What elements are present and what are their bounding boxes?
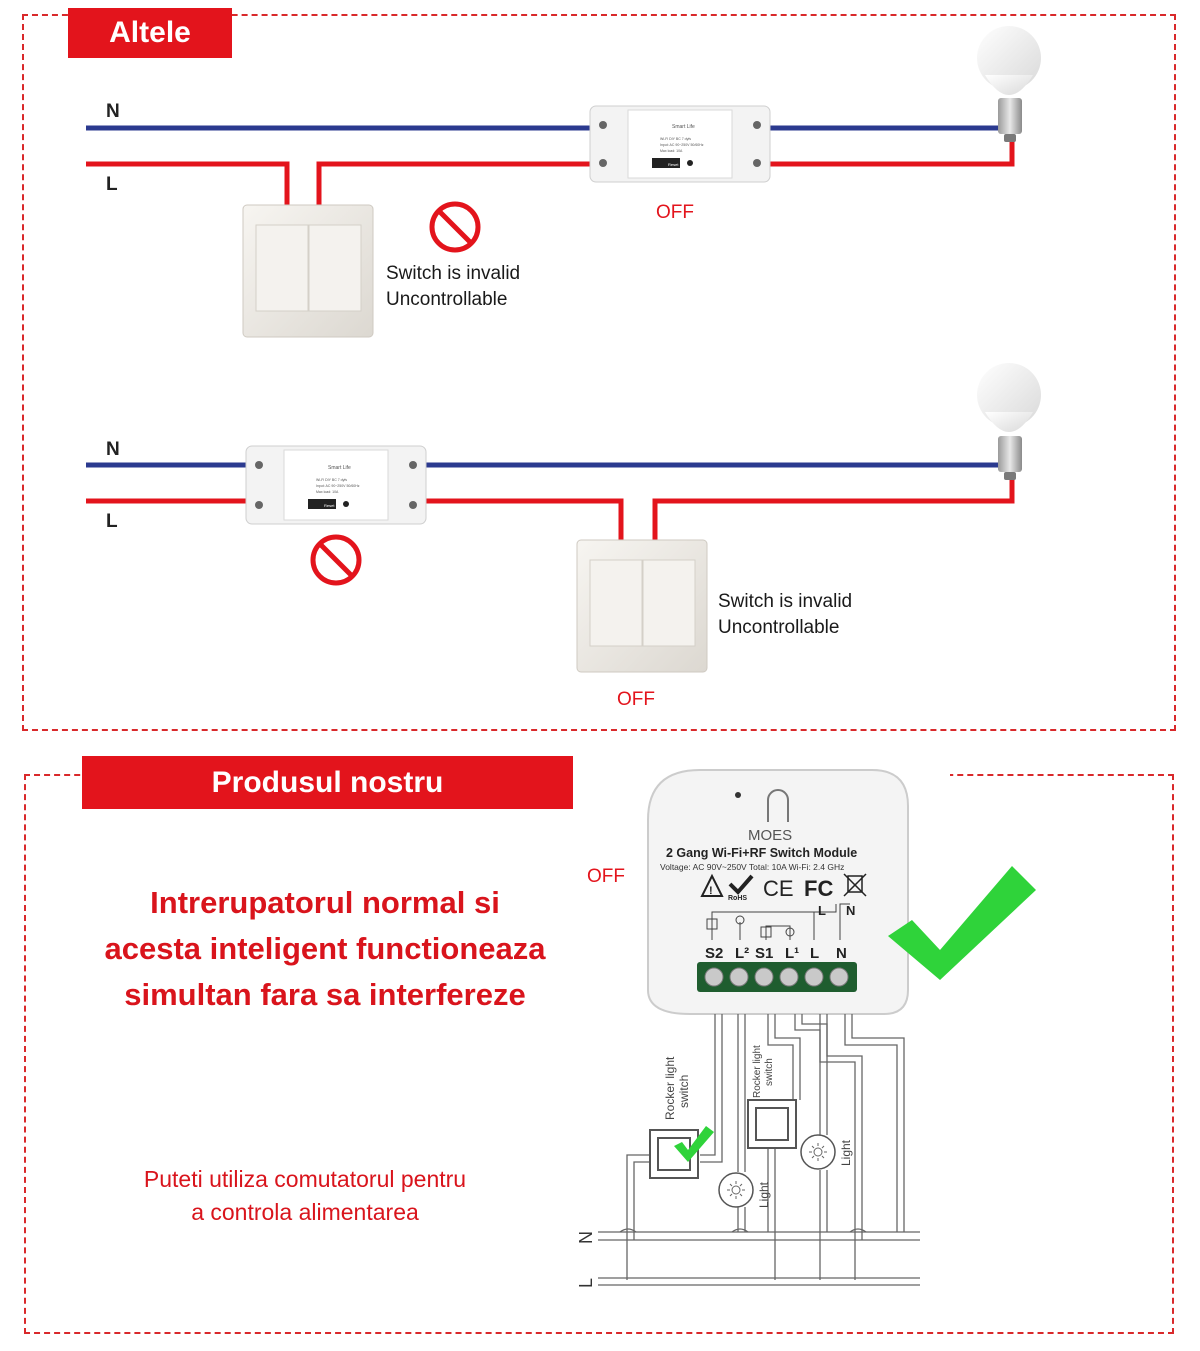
diagram-2: N L Smart Life Wi-Fi DIY BC 7 dyfs Input… bbox=[86, 363, 1041, 710]
main-text-line2: acesta inteligent functioneaza bbox=[104, 931, 546, 966]
off-label-bottom: OFF bbox=[587, 866, 625, 887]
live-wire-switch-out bbox=[652, 478, 1015, 540]
svg-text:Rocker light: Rocker light bbox=[752, 1045, 763, 1098]
ce-icon: CE bbox=[763, 876, 794, 901]
moes-module: MOES 2 Gang Wi-Fi+RF Switch Module Volta… bbox=[647, 769, 909, 1015]
note-line2: Uncontrollable bbox=[718, 617, 839, 638]
svg-text:Wi-Fi DIY BC 7 dyfs: Wi-Fi DIY BC 7 dyfs bbox=[660, 137, 691, 141]
bus-n-label: N bbox=[576, 1231, 596, 1244]
live-label: L bbox=[106, 174, 118, 195]
top-section-frame bbox=[22, 14, 1176, 731]
top-diagrams: N L Smart Life Wi-Fi DIY BC 7 dyfs Input… bbox=[86, 26, 1041, 710]
rohs-icon: RoHS bbox=[728, 874, 754, 902]
wall-switch bbox=[576, 539, 708, 673]
svg-text:S1: S1 bbox=[755, 945, 773, 962]
main-text-line1: Intrerupatorul normal si bbox=[150, 885, 500, 920]
module-schematic bbox=[706, 903, 850, 940]
rocker-switch-left bbox=[649, 1129, 699, 1179]
note-line1: Switch is invalid bbox=[386, 263, 520, 284]
tag-produsul-nostru: Produsul nostru bbox=[82, 756, 573, 809]
light-icon-2 bbox=[800, 1134, 836, 1170]
svg-text:Smart Life: Smart Life bbox=[328, 465, 351, 471]
tag-produsul-nostru-label: Produsul nostru bbox=[211, 765, 444, 799]
svg-text:!: ! bbox=[709, 885, 713, 897]
rocker-switch-right bbox=[747, 1099, 797, 1149]
light-1-label: Light bbox=[757, 1181, 771, 1208]
wall-switch bbox=[242, 204, 374, 338]
note-line1: Switch is invalid bbox=[718, 591, 852, 612]
moes-module-diagram: MOES 2 Gang Wi-Fi+RF Switch Module Volta… bbox=[576, 769, 1036, 1288]
light-bulb-icon bbox=[977, 363, 1041, 480]
main-text-line3: simultan fara sa interfereze bbox=[124, 977, 526, 1012]
warning-icon: ! bbox=[700, 873, 724, 897]
svg-text:Reset: Reset bbox=[324, 503, 335, 508]
main-text: Intrerupatorul normal si acesta intelige… bbox=[40, 880, 610, 1018]
rocker-switch-left-label: Rocker light switch bbox=[663, 1056, 691, 1120]
svg-text:Input: AC 90~250V 50/60Hz: Input: AC 90~250V 50/60Hz bbox=[660, 143, 704, 147]
prohibited-icon bbox=[310, 534, 362, 586]
sub-text-line1: Puteti utiliza comutatorul pentru bbox=[143, 1166, 467, 1192]
terminal-screws bbox=[704, 967, 849, 987]
svg-text:switch: switch bbox=[677, 1075, 691, 1108]
tag-altele-label: Altele bbox=[109, 16, 191, 49]
svg-text:Input: AC 90~250V 50/60Hz: Input: AC 90~250V 50/60Hz bbox=[316, 484, 360, 488]
svg-text:L²: L² bbox=[735, 945, 749, 962]
svg-text:Voltage: AC 90V~250V Total:: Voltage: AC 90V~250V Total: 10A Wi-Fi: 2… bbox=[660, 862, 844, 872]
smart-module: Smart Life Wi-Fi DIY BC 7 dyfs Input: AC… bbox=[245, 445, 427, 525]
sub-text-line2: a controla alimentarea bbox=[191, 1199, 419, 1225]
svg-text:L: L bbox=[818, 903, 826, 918]
svg-text:S2: S2 bbox=[705, 945, 723, 962]
smart-module: Smart Life Wi-Fi DIY BC 7 dyfs Input: AC… bbox=[589, 105, 771, 183]
svg-text:Max load: 10A: Max load: 10A bbox=[660, 149, 683, 153]
diagram-1: N L Smart Life Wi-Fi DIY BC 7 dyfs Input… bbox=[86, 26, 1041, 338]
neutral-label: N bbox=[106, 439, 120, 460]
off-label: OFF bbox=[656, 202, 694, 223]
svg-text:2 Gang Wi-Fi+RF Switch Module: 2 Gang Wi-Fi+RF Switch Module bbox=[666, 846, 857, 860]
small-check-icon bbox=[674, 1126, 714, 1162]
tag-altele: Altele bbox=[68, 8, 232, 58]
svg-text:N: N bbox=[846, 903, 855, 918]
check-icon bbox=[888, 866, 1036, 980]
svg-text:Wi-Fi DIY BC 7 dyfs: Wi-Fi DIY BC 7 dyfs bbox=[316, 478, 347, 482]
live-wire-module-out bbox=[426, 498, 624, 540]
light-bulb-icon bbox=[977, 26, 1041, 142]
wiring bbox=[598, 1014, 920, 1286]
bus-l-label: L bbox=[576, 1278, 596, 1288]
live-label: L bbox=[106, 511, 118, 532]
neutral-label: N bbox=[106, 101, 120, 122]
light-2-label: Light bbox=[839, 1139, 853, 1166]
svg-text:N: N bbox=[836, 945, 847, 962]
svg-text:Max load: 10A: Max load: 10A bbox=[316, 490, 339, 494]
live-wire-switch-out bbox=[316, 161, 590, 205]
light-icon-1 bbox=[718, 1172, 754, 1208]
svg-text:switch: switch bbox=[764, 1058, 775, 1086]
svg-text:Reset: Reset bbox=[668, 162, 679, 167]
live-wire bbox=[86, 161, 290, 205]
live-wire-out bbox=[770, 140, 1015, 167]
svg-text:MOES: MOES bbox=[748, 827, 792, 844]
svg-text:L: L bbox=[810, 945, 819, 962]
svg-text:Smart Life: Smart Life bbox=[672, 124, 695, 130]
fc-icon: FC bbox=[804, 876, 833, 901]
svg-text:RoHS: RoHS bbox=[728, 895, 747, 902]
sub-text: Puteti utiliza comutatorul pentru a cont… bbox=[40, 1163, 570, 1229]
note-line2: Uncontrollable bbox=[386, 289, 507, 310]
prohibited-icon bbox=[429, 201, 481, 253]
svg-text:Rocker light: Rocker light bbox=[663, 1056, 677, 1120]
rocker-switch-right-label: Rocker light switch bbox=[752, 1045, 775, 1098]
svg-text:L¹: L¹ bbox=[785, 945, 799, 962]
off-label: OFF bbox=[617, 689, 655, 710]
weee-icon bbox=[843, 873, 867, 897]
